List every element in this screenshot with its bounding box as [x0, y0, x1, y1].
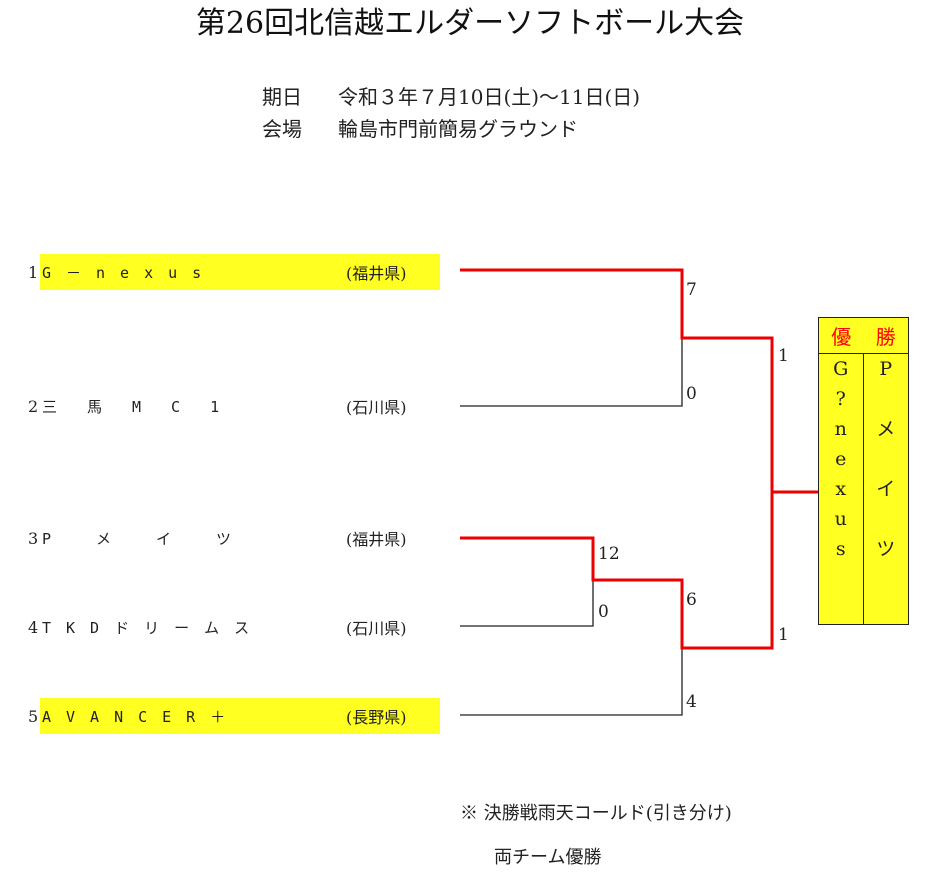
champion-box: 優 勝 G ? n e x u s P メ イ ツ [818, 317, 909, 625]
team-prefecture: (福井県) [346, 264, 407, 283]
champion-header-right: 勝 [875, 325, 896, 349]
team-prefecture: (長野県) [346, 708, 407, 727]
venue-label: 会場 [262, 117, 302, 141]
champion-char: u [834, 508, 847, 530]
champion-header: 優 勝 [819, 318, 908, 354]
bracket-line-team2 [460, 338, 683, 407]
champion-char: メ [876, 418, 896, 440]
winner-line-team3 [460, 492, 774, 650]
team-name: T K D ド リ ー ム ス [42, 618, 250, 637]
bracket-line-team4 [460, 580, 594, 627]
team-box: T K D ド リ ー ム ス (石川県) [40, 609, 440, 645]
team-row-3: 3 P メ イ ツ (福井県) [28, 520, 440, 556]
score-match3-top: 6 [686, 590, 697, 610]
team-row-5: 5 A V A N C E R ＋ (長野県) [28, 698, 440, 734]
team-row-2: 2 三 馬 M C 1 (石川県) [28, 388, 440, 424]
team-name: 三 馬 M C 1 [42, 397, 220, 416]
score-match1-top: 7 [686, 280, 697, 300]
champion-char: G [833, 358, 849, 380]
date-label: 期日 [262, 85, 302, 109]
score-match2-top: 12 [598, 544, 620, 564]
champion-header-left: 優 [831, 325, 852, 349]
team-number: 3 [28, 528, 39, 548]
champion-char: x [835, 478, 847, 500]
bracket-line-team5 [460, 648, 683, 716]
team-box: 三 馬 M C 1 (石川県) [40, 388, 440, 424]
team-row-1: 1 G － n e x u s (福井県) [28, 254, 440, 290]
venue-value: 輪島市門前簡易グラウンド [338, 117, 578, 141]
team-row-4: 4 T K D ド リ ー ム ス (石川県) [28, 609, 440, 645]
team-box: A V A N C E R ＋ (長野県) [40, 698, 440, 734]
page-title: 第26回北信越エルダーソフトボール大会 [195, 6, 745, 41]
team-prefecture: (福井県) [346, 530, 407, 549]
team-number: 2 [28, 396, 39, 416]
score-match2-bottom: 0 [598, 602, 609, 622]
note-line-2: 両チーム優勝 [494, 847, 602, 868]
team-prefecture: (石川県) [346, 619, 407, 638]
team-name: P メ イ ツ [42, 529, 232, 548]
winner-line-team1 [460, 268, 774, 492]
team-prefecture: (石川県) [346, 398, 407, 417]
team-name: G － n e x u s [42, 263, 202, 282]
champion-char [883, 384, 889, 414]
score-final-bottom: 1 [778, 625, 789, 645]
score-match1-bottom: 0 [686, 384, 697, 404]
team-box: P メ イ ツ (福井県) [40, 520, 440, 556]
date-row: 期日 令和３年７月10日(土)～11日(日) [262, 82, 640, 112]
team-number: 1 [28, 262, 39, 282]
champion-char: ツ [876, 538, 896, 560]
champion-char [883, 444, 889, 474]
champion-char: イ [876, 478, 896, 500]
note-line-1: ※ 決勝戦雨天コールド(引き分け) [460, 803, 732, 824]
venue-row: 会場 輪島市門前簡易グラウンド [262, 114, 578, 144]
score-final-top: 1 [778, 346, 789, 366]
champion-char: s [835, 538, 846, 560]
champion-team-b: P メ イ ツ [864, 354, 909, 624]
champion-team-a: G ? n e x u s [819, 354, 864, 624]
team-number: 5 [28, 706, 39, 726]
champion-char: e [835, 448, 847, 470]
team-name: A V A N C E R ＋ [42, 707, 226, 726]
date-value: 令和３年７月10日(土)～11日(日) [338, 85, 641, 109]
champion-char: P [879, 358, 893, 380]
team-box: G － n e x u s (福井県) [40, 254, 440, 290]
champion-char [883, 504, 889, 534]
team-number: 4 [28, 617, 39, 637]
champion-char: n [834, 418, 847, 440]
score-match3-bottom: 4 [686, 692, 697, 712]
champion-char: ? [835, 388, 846, 410]
